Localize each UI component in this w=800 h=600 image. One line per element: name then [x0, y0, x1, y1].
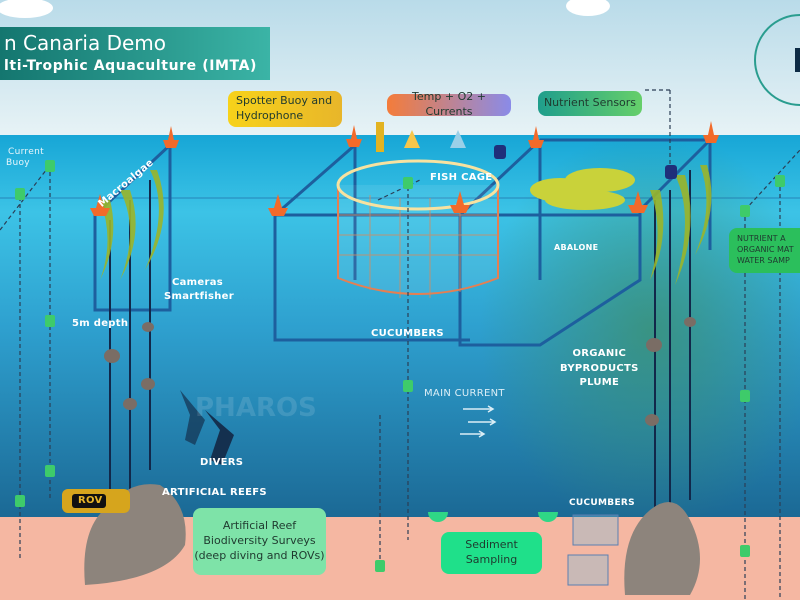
rope-weights — [104, 317, 696, 426]
divers-label: DIVERS — [200, 457, 244, 468]
spotter-buoy-line1: Spotter Buoy and — [236, 94, 333, 108]
reef-surveys-callout: Artificial Reef Biodiversity Surveys (de… — [193, 508, 326, 575]
current-buoy-line1: Current — [8, 147, 44, 157]
abalone-plants — [530, 168, 635, 210]
artificial-reefs-label: ARTIFICIAL REEFS — [162, 487, 267, 498]
plume-area — [480, 130, 800, 530]
macroalgae-kelp — [100, 165, 712, 285]
nutrient-water-line2: ORGANIC MAT — [737, 245, 794, 255]
reef-surveys-line2: Biodiversity Surveys — [203, 534, 316, 548]
sediment-line2: Sampling — [465, 553, 518, 566]
current-buoy-label: Current Buoy — [2, 147, 44, 169]
nutrient-water-line3: WATER SAMP — [737, 255, 790, 265]
nutrient-water-callout: NUTRIENT A ORGANIC MAT WATER SAMP — [729, 228, 800, 273]
current-arrows — [460, 405, 497, 438]
reef-surveys-line1: Artificial Reef — [222, 519, 297, 533]
nutrient-sensors-callout: Nutrient Sensors — [538, 91, 642, 116]
plume-line2: BYPRODUCTS — [560, 362, 639, 374]
depth-label: 5m depth — [72, 318, 129, 329]
marker-buoys — [90, 121, 719, 216]
title-line2: lti-Trophic Aquaculture (IMTA) — [4, 58, 258, 74]
nutrient-water-line1: NUTRIENT A — [737, 234, 786, 244]
sediment-sampling-callout: Sediment Sampling — [441, 532, 542, 574]
main-current-label: MAIN CURRENT — [424, 388, 505, 399]
cameras-line1: Cameras — [172, 277, 224, 288]
surface-sensors — [376, 122, 677, 179]
spotter-buoy-callout: Spotter Buoy and Hydrophone — [228, 91, 342, 127]
fish-cage-label: FISH CAGE — [430, 172, 493, 183]
current-buoy-line2: Buoy — [6, 157, 30, 168]
cucumber-cages — [567, 514, 619, 586]
title-line1: n Canaria Demo — [4, 31, 167, 55]
abalone-label: ABALONE — [554, 243, 599, 252]
sediment-samplers — [428, 512, 558, 522]
plume-line3: PLUME — [579, 377, 620, 388]
title-banner: n Canaria Demo lti-Trophic Aquaculture (… — [0, 27, 270, 80]
rov-label: ROV — [78, 495, 103, 506]
temp-o2-callout: Temp + O2 + Currents — [387, 90, 511, 118]
cameras-line2: Smartfisher — [164, 290, 234, 302]
green-sensors — [15, 160, 785, 572]
cucumbers-bottom-label: CUCUMBERS — [569, 498, 635, 508]
pharos-watermark: PHAROS — [195, 393, 317, 423]
nutrient-sensor-logo — [754, 14, 800, 106]
reef-surveys-line3: (deep diving and ROVs) — [194, 548, 325, 562]
plume-line1: ORGANIC — [572, 348, 627, 359]
cucumbers-top-label: CUCUMBERS — [371, 328, 444, 339]
plume-label: ORGANIC BYPRODUCTS PLUME — [560, 347, 639, 391]
cameras-label: Cameras Smartfisher — [164, 276, 234, 303]
cloud — [566, 0, 610, 16]
sediment-line1: Sediment — [465, 538, 518, 552]
divers — [180, 390, 234, 465]
rov — [62, 489, 130, 513]
spotter-buoy-line2: Hydrophone — [236, 109, 304, 122]
cloud — [0, 0, 53, 18]
